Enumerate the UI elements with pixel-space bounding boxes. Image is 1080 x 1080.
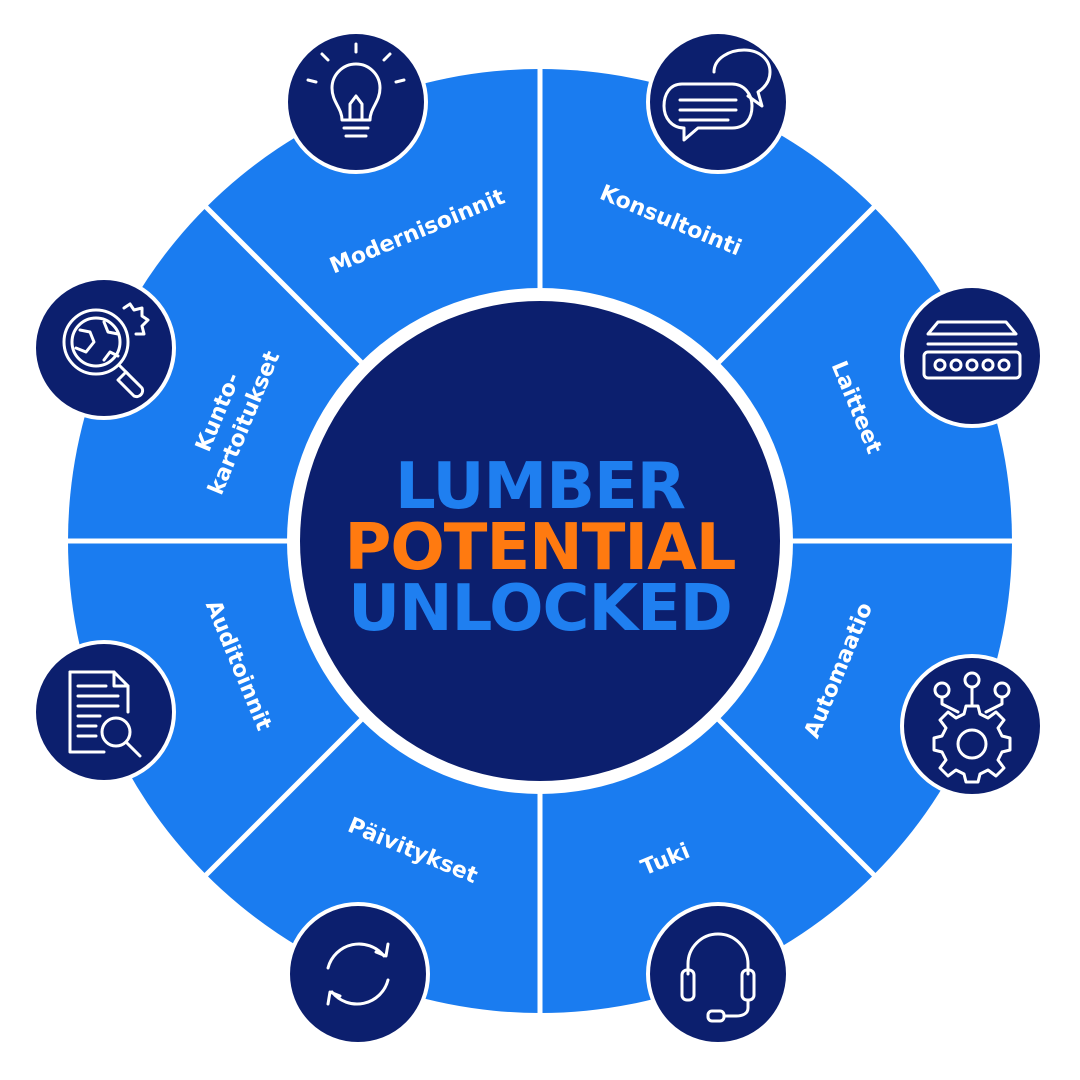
badge-modernisoinnit (284, 30, 428, 174)
headset-icon (680, 932, 756, 1023)
badge-auditoinnit (32, 640, 176, 784)
badge-circle (286, 902, 430, 1046)
center-title-line1: LUMBER (395, 450, 685, 524)
badge-laitteet (900, 284, 1044, 428)
badge-paivitykset (286, 902, 430, 1046)
center-title-line3: UNLOCKED (348, 572, 732, 646)
badge-circle (32, 640, 176, 784)
badge-circle (284, 30, 428, 174)
badge-circle (900, 654, 1044, 798)
badge-konsultointi (646, 30, 790, 174)
badge-kuntokartoitukset (32, 276, 176, 420)
badge-automaatio (900, 654, 1044, 798)
center-title-line2: POTENTIAL (344, 511, 735, 585)
badge-circle (646, 902, 790, 1046)
gear-network-icon (932, 671, 1012, 784)
lightbulb-icon (306, 42, 406, 138)
refresh-icon (326, 942, 390, 1006)
badge-circle (32, 276, 176, 420)
magnifier-gear-icon (62, 302, 150, 399)
badge-tuki (646, 902, 790, 1046)
conveyor-icon (922, 320, 1022, 380)
chat-bubbles-icon (662, 48, 772, 142)
badge-circle (646, 30, 790, 174)
center-disc (300, 301, 780, 781)
document-search-icon (68, 670, 142, 758)
